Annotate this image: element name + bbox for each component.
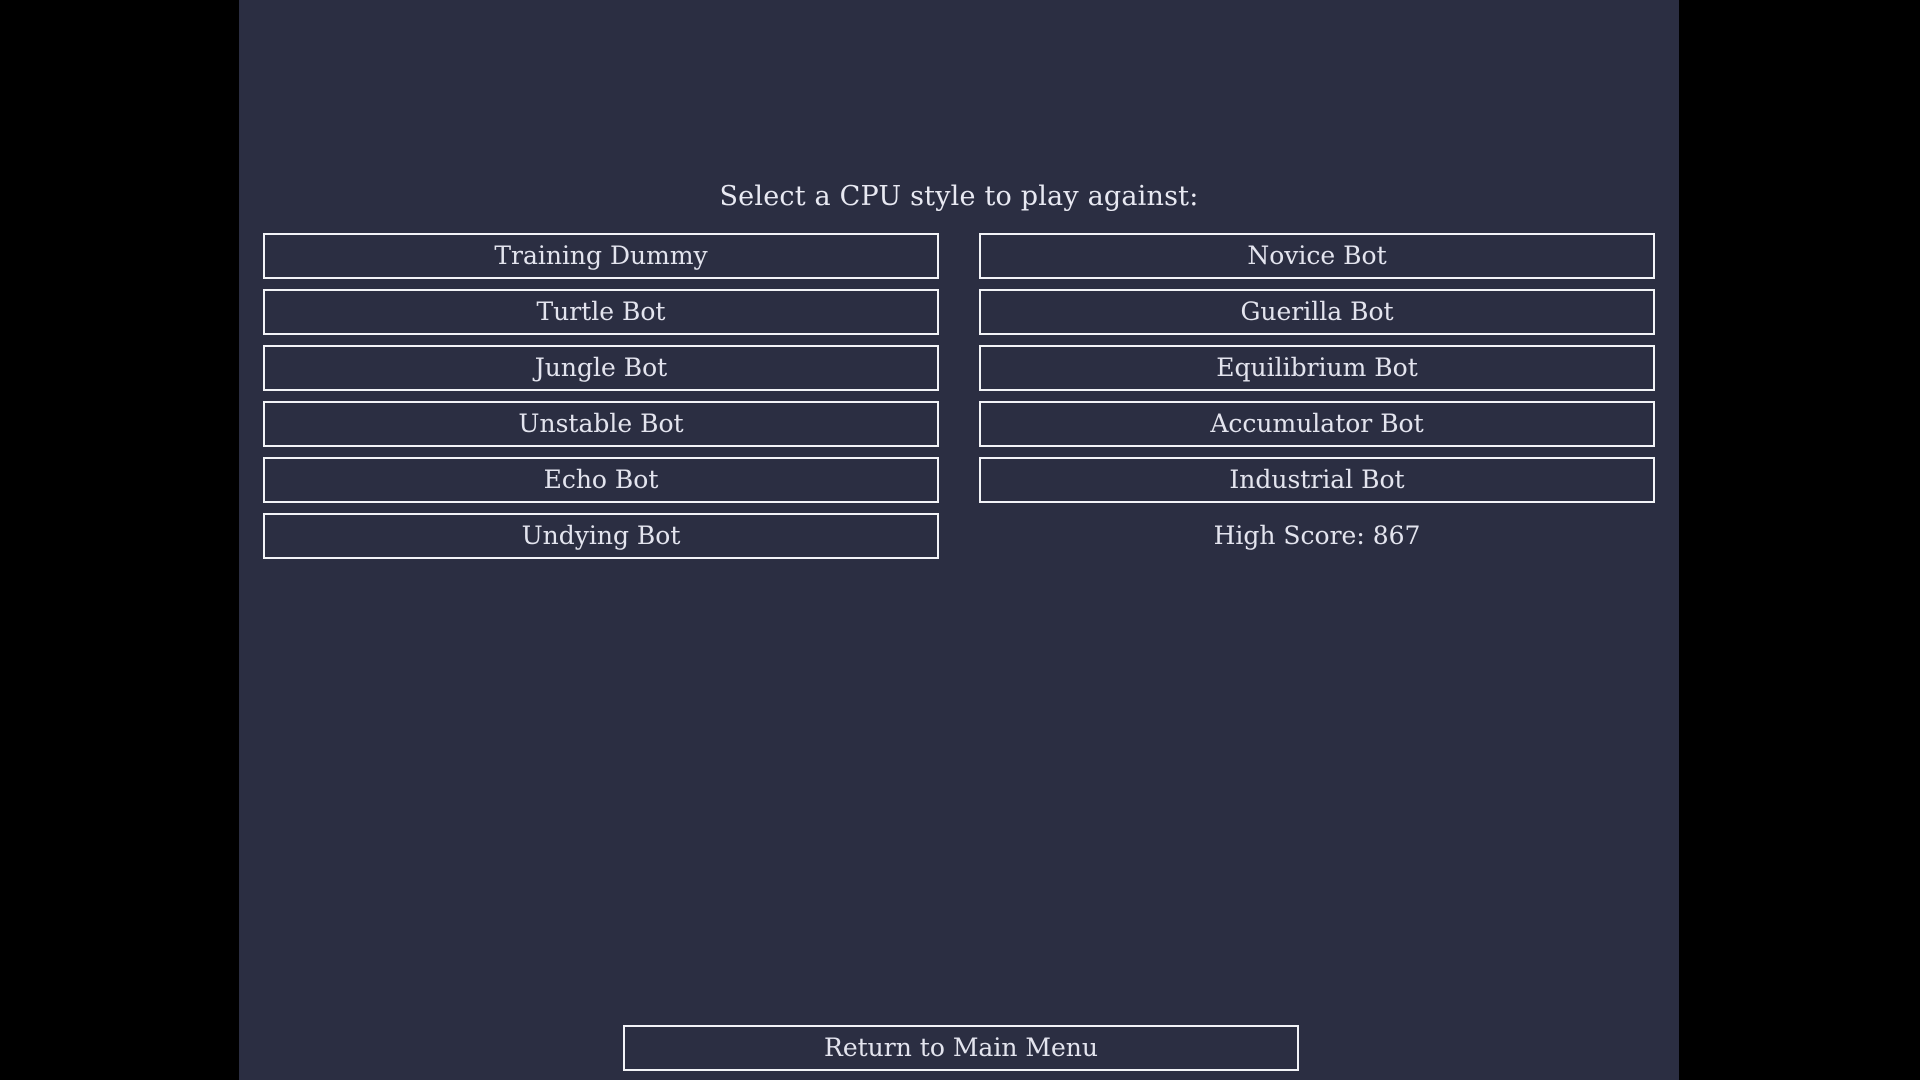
page-title: Select a CPU style to play against: [719,181,1199,212]
cpu-style-button-industrial-bot[interactable]: Industrial Bot [979,457,1655,503]
footer-area: Return to Main Menu [623,1025,1299,1071]
cpu-style-button-guerilla-bot[interactable]: Guerilla Bot [979,289,1655,335]
cpu-style-button-undying-bot[interactable]: Undying Bot [263,513,939,559]
cpu-style-menu: Training Dummy Turtle Bot Jungle Bot Uns… [239,233,1679,583]
cpu-style-button-jungle-bot[interactable]: Jungle Bot [263,345,939,391]
cpu-style-column-right: Novice Bot Guerilla Bot Equilibrium Bot … [979,233,1655,569]
cpu-style-button-equilibrium-bot[interactable]: Equilibrium Bot [979,345,1655,391]
cpu-style-button-novice-bot[interactable]: Novice Bot [979,233,1655,279]
cpu-style-button-turtle-bot[interactable]: Turtle Bot [263,289,939,335]
cpu-style-button-echo-bot[interactable]: Echo Bot [263,457,939,503]
high-score-label: High Score: 867 [1213,521,1421,550]
cpu-style-button-training-dummy[interactable]: Training Dummy [263,233,939,279]
cpu-style-column-left: Training Dummy Turtle Bot Jungle Bot Uns… [263,233,939,569]
cpu-style-button-unstable-bot[interactable]: Unstable Bot [263,401,939,447]
game-viewport: Select a CPU style to play against: Trai… [239,0,1679,1080]
return-to-main-menu-button[interactable]: Return to Main Menu [623,1025,1299,1071]
cpu-style-button-accumulator-bot[interactable]: Accumulator Bot [979,401,1655,447]
